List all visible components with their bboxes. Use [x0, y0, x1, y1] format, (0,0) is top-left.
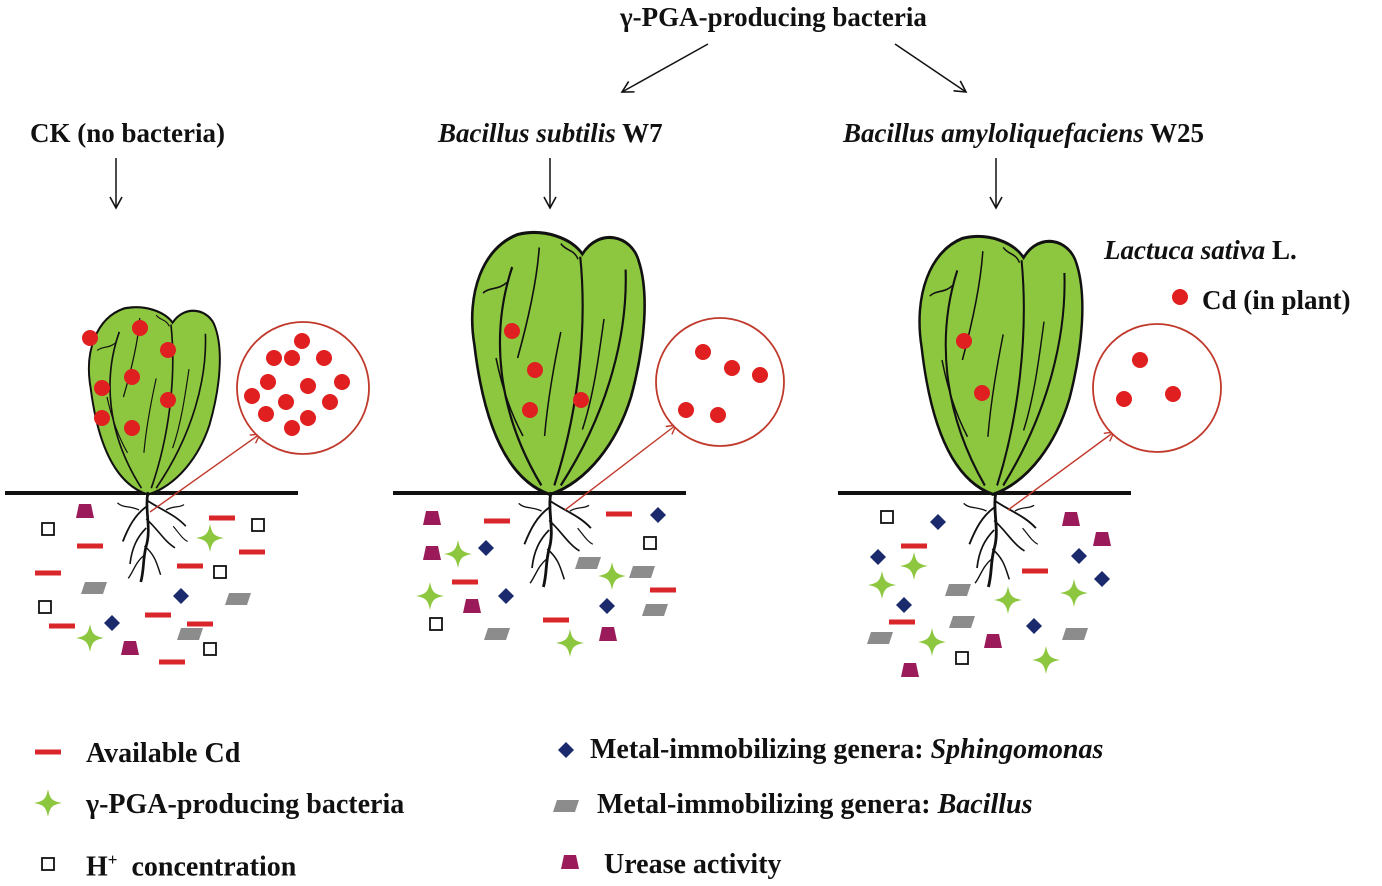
soil-items: [35, 504, 265, 665]
zoom-circle: [1092, 323, 1222, 453]
panel-label-w25-strain: W25: [1143, 118, 1205, 148]
header-title: γ-PGA-producing bacteria: [620, 2, 927, 32]
panel-w7: [393, 230, 785, 657]
cd-dots-in-circle: [1116, 352, 1181, 407]
panel-label-w7-strain: W7: [615, 118, 663, 148]
panel-label-w25: Bacillus amyloliquefaciens W25: [843, 120, 1204, 147]
legend-bacillus-label: Metal-immobilizing genera: Bacillus: [597, 791, 1033, 819]
cd-dots-in-plant: [504, 323, 589, 418]
lettuce-plant: [470, 230, 647, 497]
panel-label-w7: Bacillus subtilis W7: [438, 120, 663, 147]
lettuce-plant: [87, 306, 221, 496]
legend-sphingomonas-symbol: [558, 742, 574, 758]
cd-dots-in-circle: [244, 333, 350, 436]
panel-label-ck: CK (no bacteria): [30, 118, 225, 148]
panel-w25: [838, 234, 1222, 677]
cd-dots-in-plant: [82, 320, 176, 436]
zoom-circle: [655, 317, 785, 447]
legend-pga-bacteria-label: γ-PGA-producing bacteria: [86, 789, 405, 820]
zoom-arrow: [149, 433, 262, 513]
cd-in-plant-label: Cd (in plant): [1202, 285, 1351, 315]
panel-ck: [5, 306, 370, 665]
legend-available-cd-label: Available Cd: [86, 738, 241, 769]
zoom-arrow: [1007, 431, 1116, 511]
plant-roots: [517, 490, 595, 589]
plant-species-name: Lactuca sativa: [1104, 235, 1266, 265]
panel-label-w7-species: Bacillus subtilis: [438, 118, 616, 148]
legend-sphingomonas-prefix: Metal-immobilizing genera:: [590, 734, 931, 765]
legend-h-plus-symbol: [41, 857, 55, 871]
cd-dots-in-circle: [678, 344, 768, 423]
soil-items: [416, 507, 676, 657]
legend-sphingomonas-label: Metal-immobilizing genera: Sphingomonas: [590, 736, 1103, 764]
top-arrows: [109, 43, 1003, 210]
plant-species-label: Lactuca sativa L.: [1104, 237, 1297, 264]
legend-h-plus-label: H+ concentration: [86, 851, 296, 881]
cd-in-plant-dot: [1172, 289, 1188, 305]
legend-pga-bacteria-symbol: [34, 789, 62, 817]
cd-dots-in-plant: [956, 333, 990, 401]
legend-bacillus-genus: Bacillus: [937, 789, 1033, 820]
legend-bacillus-prefix: Metal-immobilizing genera:: [597, 789, 938, 820]
legend-h-plus-sup: +: [107, 850, 118, 869]
legend-h-plus-base: H: [86, 851, 108, 883]
lettuce-plant: [917, 234, 1084, 496]
panel-label-w25-species: Bacillus amyloliquefaciens: [843, 118, 1144, 148]
legend-bacillus-symbol: [553, 800, 579, 812]
legend-available-cd-symbol: [35, 749, 61, 755]
legend-symbols: [34, 742, 579, 871]
legend-urease-label: Urease activity: [604, 849, 782, 880]
legend-h-plus-rest: concentration: [117, 851, 297, 883]
zoom-arrow: [564, 424, 678, 511]
legend-urease-symbol: [561, 855, 579, 869]
legend-sphingomonas-genus: Sphingomonas: [930, 734, 1104, 765]
plant-species-suffix: L.: [1265, 235, 1297, 265]
